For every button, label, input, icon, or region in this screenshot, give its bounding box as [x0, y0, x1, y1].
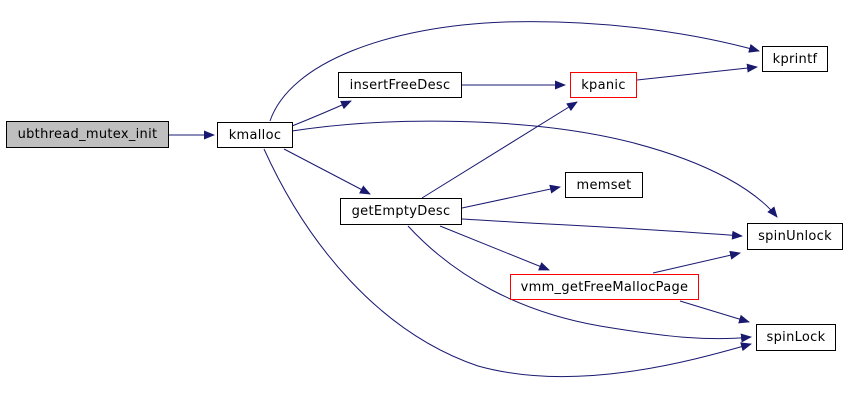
node-kprintf[interactable]: kprintf — [762, 46, 828, 72]
node-label: ubthread_mutex_init — [17, 127, 158, 142]
edges-group — [169, 21, 778, 378]
node-label: spinUnlock — [758, 229, 832, 244]
node-vmm_getFreeMallocPage[interactable]: vmm_getFreeMallocPage — [510, 274, 699, 300]
node-label: spinLock — [766, 330, 826, 345]
node-spinLock[interactable]: spinLock — [756, 324, 836, 351]
edge-kmalloc-to-spinUnlock — [291, 120, 778, 218]
edge-getEmptyDesc-to-memset — [461, 184, 561, 209]
node-memset[interactable]: memset — [565, 172, 643, 198]
edge-getEmptyDesc-to-spinUnlock — [461, 218, 743, 240]
node-label: insertFreeDesc — [349, 77, 451, 93]
edge-kmalloc-to-kprintf — [269, 21, 760, 122]
node-getEmptyDesc[interactable]: getEmptyDesc — [340, 198, 462, 225]
node-label: kprintf — [772, 51, 818, 67]
edge-kmalloc-to-getEmptyDesc — [283, 148, 371, 195]
node-label: kmalloc — [228, 127, 282, 143]
node-label: getEmptyDesc — [351, 204, 451, 219]
edge-kpanic-to-kprintf — [636, 63, 758, 81]
node-spinUnlock[interactable]: spinUnlock — [747, 223, 843, 250]
node-label: memset — [576, 177, 632, 193]
edge-kmalloc-to-insertFreeDesc — [291, 100, 352, 127]
edge-kmalloc-to-spinLock — [263, 148, 752, 378]
edge-getEmptyDesc-to-kpanic — [421, 101, 578, 199]
node-label: vmm_getFreeMallocPage — [520, 279, 689, 295]
edge-vmm_getFreeMallocPage-to-spinUnlock — [652, 250, 741, 274]
edge-getEmptyDesc-to-spinLock — [407, 225, 752, 343]
edge-vmm_getFreeMallocPage-to-spinLock — [679, 300, 750, 324]
node-kpanic[interactable]: kpanic — [570, 72, 637, 98]
node-ubthread_mutex_init[interactable]: ubthread_mutex_init — [6, 121, 169, 148]
node-kmalloc[interactable]: kmalloc — [217, 122, 293, 148]
node-label: kpanic — [581, 77, 626, 93]
node-insertFreeDesc[interactable]: insertFreeDesc — [338, 72, 462, 98]
edge-getEmptyDesc-to-vmm_getFreeMallocPage — [439, 225, 550, 271]
